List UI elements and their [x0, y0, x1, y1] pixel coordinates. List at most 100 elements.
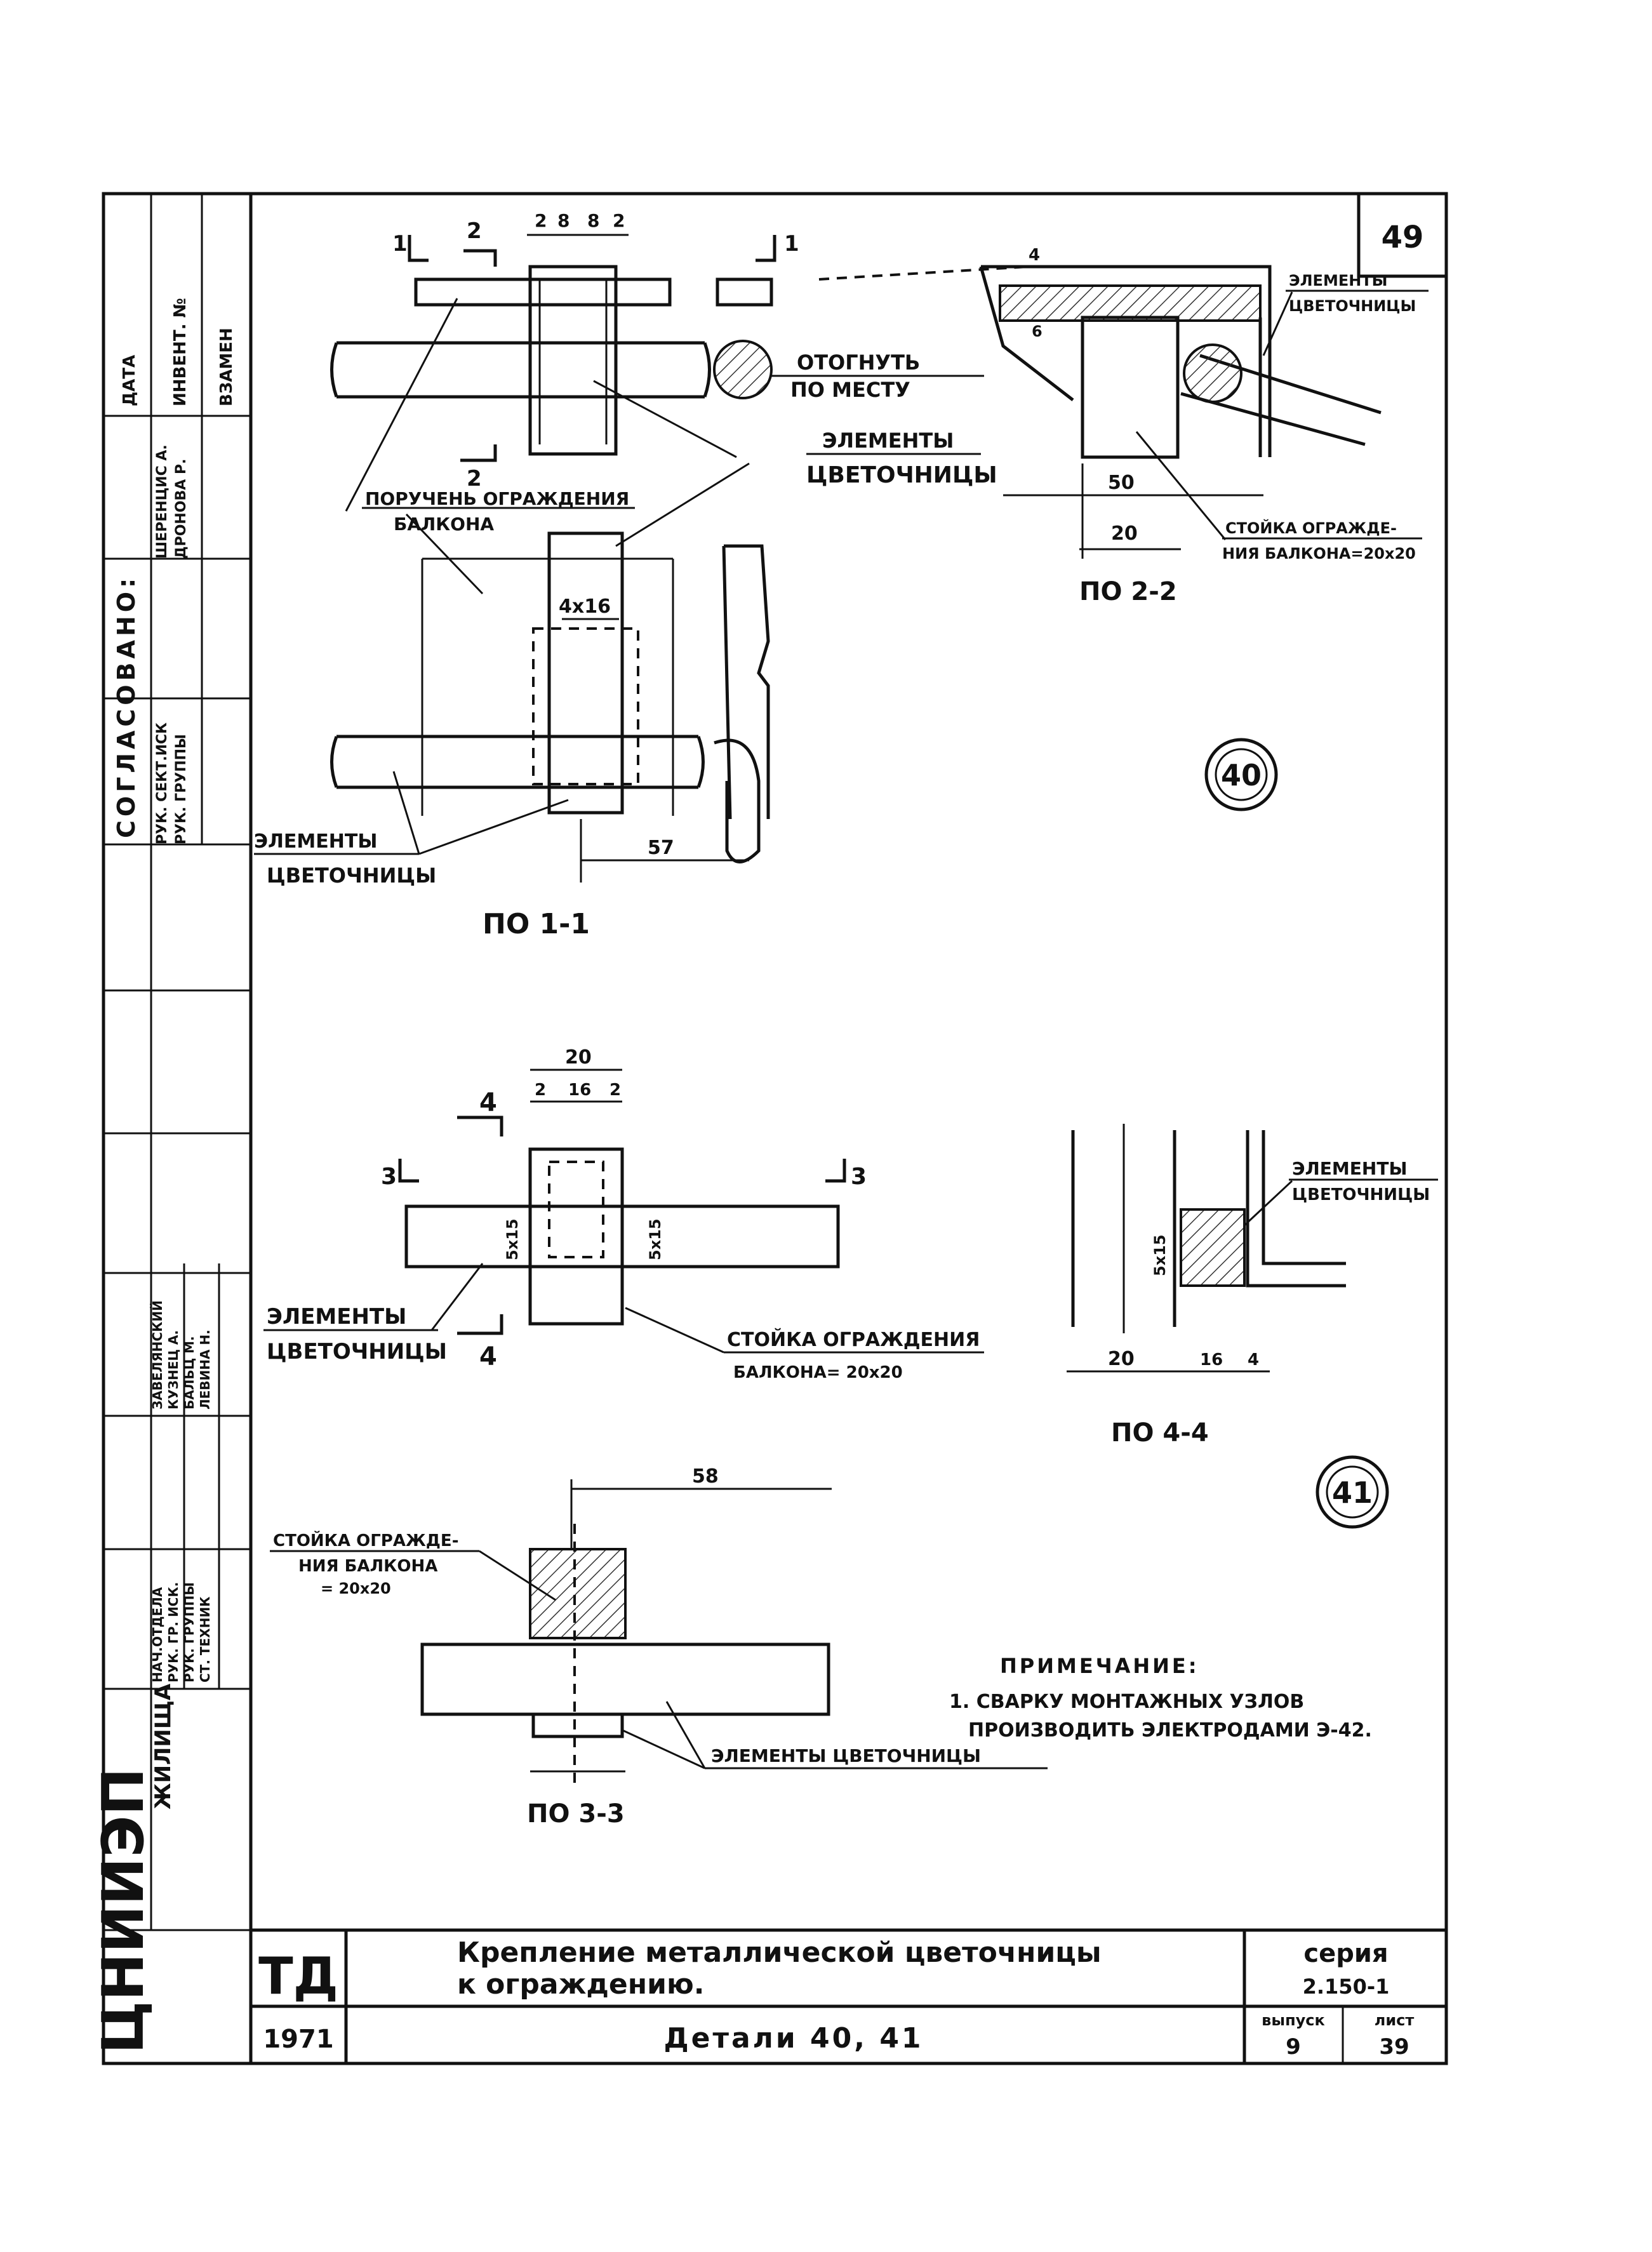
year: 1971	[263, 2025, 333, 2054]
sidebar: СОГЛАСОВАНО: РУК. СЕКТ.ИСК ШЕРЕНЦИС А. Р…	[90, 194, 251, 2054]
staff-name-3: БАЛЬЦ М.	[182, 1336, 197, 1409]
dim-16: 16	[568, 1081, 591, 1100]
staff-name-2: КУЗНЕЦ А.	[166, 1330, 181, 1409]
view-4-4: 5x15 20 16 4 ЭЛЕМЕНТЫ ЦВЕТОЧНИЦЫ ПО 4-4	[1067, 1124, 1438, 1448]
section-mark: 2	[467, 466, 482, 491]
subtitle: Детали 40, 41	[663, 2022, 923, 2055]
title-line-1: Крепление металлической цветочницы	[457, 1936, 1102, 1969]
header-inv: ИНВЕНТ. №	[171, 298, 190, 406]
detail-41-circle	[1316, 1455, 1389, 1529]
caption-2-2: ПО 2-2	[1079, 577, 1177, 606]
staff-role-2: РУК. ГР. ИСК.	[166, 1582, 181, 1682]
org-sub: ЖИЛИЩА	[150, 1683, 176, 1809]
sheet-number: 49	[1382, 220, 1424, 255]
dim-2a: 2	[535, 1081, 546, 1100]
approval-role-1: РУК. СЕКТ.ИСК	[154, 723, 170, 844]
label-elem-b1: ЭЛЕМЕНТЫ	[254, 830, 377, 853]
label-elem-2: ЦВЕТОЧНИЦЫ	[1289, 297, 1416, 315]
dim-58: 58	[692, 1465, 719, 1488]
note: ПРИМЕЧАНИЕ: 1. СВАРКУ МОНТАЖНЫХ УЗЛОВ ПР…	[949, 1654, 1372, 1742]
series-value: 2.150-1	[1303, 1975, 1390, 1999]
approval-name-2: ДРОНОВА Р.	[173, 459, 189, 559]
label-post-1: СТОЙКА ОГРАЖДЕНИЯ	[727, 1328, 980, 1351]
title-block: ТД 1971 Крепление металлической цветочни…	[251, 1928, 1446, 2063]
staff-role-1: НАЧ.ОТДЕЛА	[150, 1587, 165, 1682]
section-mark: 4	[479, 1342, 497, 1371]
caption-1-1: ПО 1-1	[483, 908, 590, 940]
dim-4: 4	[1248, 1350, 1259, 1369]
view-1-1: 1 2 1 2 2 8 8 2 ОТОГНУТЬ ПО МЕСТУ ЭЛЕМЕН…	[254, 210, 997, 940]
label-elem-1: ЭЛЕМЕНТЫ	[822, 429, 954, 453]
detail-40-circle	[1204, 738, 1278, 811]
dim-50: 50	[1108, 472, 1135, 494]
weld: 5x15	[1151, 1234, 1169, 1276]
label-bend-1: ОТОГНУТЬ	[797, 350, 920, 375]
dim-4: 4	[1029, 246, 1040, 265]
label-elem: ЭЛЕМЕНТЫ ЦВЕТОЧНИЦЫ	[711, 1745, 981, 1766]
detail-40-label: 40	[1221, 758, 1262, 792]
view-41-plan: 20 2 16 2 4 4 3 3 5x15 5x15 ЭЛЕМЕНТЫ ЦВЕ…	[263, 1046, 984, 1382]
staff-name-1: ЗАВЕЛЯНСКИЙ	[150, 1300, 165, 1409]
series-label: серия	[1303, 1939, 1388, 1968]
section-mark: 4	[479, 1088, 497, 1117]
label-elem-1: ЭЛЕМЕНТЫ	[1292, 1158, 1407, 1179]
section-mark: 1	[784, 231, 799, 257]
view-3-3: 58 СТОЙКА ОГРАЖДЕ- НИЯ БАЛКОНА = 20x20 Э…	[270, 1465, 1048, 1829]
detail-41-label: 41	[1332, 1476, 1373, 1510]
label-elem-1: ЭЛЕМЕНТЫ	[267, 1304, 406, 1329]
weld-right: 5x15	[646, 1218, 664, 1260]
caption-4-4: ПО 4-4	[1111, 1418, 1209, 1448]
header-replace: ВЗАМЕН	[217, 328, 236, 406]
dim-20: 20	[565, 1046, 592, 1069]
code-td: ТД	[258, 1947, 338, 2006]
issue-value: 9	[1286, 2034, 1301, 2060]
section-mark: 3	[381, 1164, 397, 1190]
sheet-label: лист	[1375, 2011, 1415, 2029]
label-elem-2: ЦВЕТОЧНИЦЫ	[267, 1339, 447, 1364]
staff-role-4: СТ. ТЕХНИК	[197, 1596, 213, 1682]
dim-2b: 2	[610, 1081, 621, 1100]
note-heading: ПРИМЕЧАНИЕ:	[1000, 1654, 1199, 1678]
dim-8a: 8	[557, 210, 570, 231]
sheet-number-box	[1357, 192, 1448, 278]
section-mark: 2	[467, 218, 482, 244]
label-bend-2: ПО МЕСТУ	[790, 378, 910, 402]
org-name: ЦНИИЭП	[90, 1768, 157, 2054]
staff-name-4: ЛЕВИНА Н.	[197, 1329, 213, 1409]
note-line-1: 1. СВАРКУ МОНТАЖНЫХ УЗЛОВ	[949, 1691, 1304, 1713]
label-post-3: = 20x20	[321, 1580, 391, 1597]
label-elem-1: ЭЛЕМЕНТЫ	[1289, 272, 1388, 290]
weld-left: 5x15	[503, 1218, 521, 1260]
approval-role-2: РУК. ГРУППЫ	[173, 734, 189, 844]
dim-16: 16	[1200, 1350, 1223, 1369]
approval-name-1: ШЕРЕНЦИС А.	[154, 444, 170, 559]
dim-2a: 2	[535, 210, 547, 231]
dim-2b: 2	[613, 210, 625, 231]
header-date: ДАТА	[120, 355, 139, 406]
caption-3-3: ПО 3-3	[527, 1799, 625, 1829]
label-elem-2: ЦВЕТОЧНИЦЫ	[1292, 1185, 1430, 1204]
label-post-1: СТОЙКА ОГРАЖДЕ-	[273, 1530, 459, 1550]
label-elem-2: ЦВЕТОЧНИЦЫ	[806, 462, 997, 488]
label-post-2: НИЯ БАЛКОНА	[298, 1557, 437, 1576]
label-elem-b2: ЦВЕТОЧНИЦЫ	[267, 863, 436, 888]
dim-57: 57	[648, 837, 674, 859]
dim-8b: 8	[587, 210, 599, 231]
dim-6: 6	[1032, 323, 1042, 340]
dim-20: 20	[1111, 523, 1138, 545]
label-post-2: БАЛКОНА= 20x20	[733, 1363, 903, 1382]
issue-label: выпуск	[1262, 2011, 1325, 2029]
outer-frame	[102, 192, 1448, 2065]
title-line-2: к ограждению.	[457, 1968, 704, 2001]
label-rail-1: ПОРУЧЕНЬ ОГРАЖДЕНИЯ	[365, 488, 629, 509]
dim-4x16: 4x16	[559, 596, 611, 618]
section-mark: 3	[851, 1164, 867, 1190]
sheet-value: 39	[1379, 2034, 1409, 2060]
label-post-2: НИЯ БАЛКОНА=20x20	[1222, 545, 1416, 563]
approval-title: СОГЛАСОВАНО:	[112, 575, 140, 838]
view-2-2: 4 6 50 20 ЭЛЕМЕНТЫ ЦВЕТОЧНИЦЫ СТОЙКА ОГР…	[818, 246, 1429, 606]
note-line-2: ПРОИЗВОДИТЬ ЭЛЕКТРОДАМИ Э-42.	[968, 1719, 1372, 1742]
staff-role-3: РУК. ГРУППЫ	[182, 1582, 197, 1682]
label-post-1: СТОЙКА ОГРАЖДЕ-	[1225, 519, 1397, 537]
dim-20: 20	[1108, 1348, 1135, 1370]
